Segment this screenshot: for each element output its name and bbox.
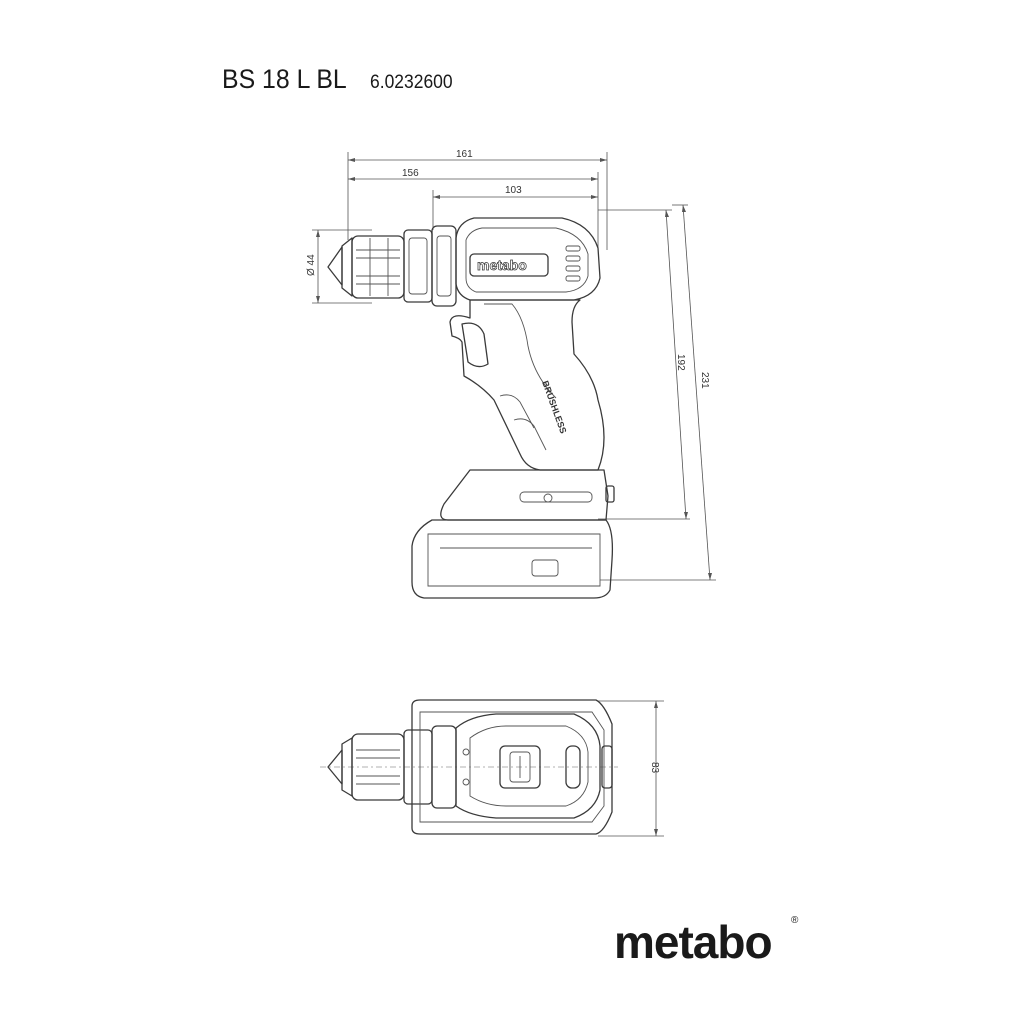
dimension-label-diameter-44: Ø 44 <box>306 254 317 276</box>
dimension-overall-length: 161 <box>347 149 608 250</box>
dimension-label-156: 156 <box>402 168 419 179</box>
dimension-label-83: 83 <box>649 762 660 774</box>
dimension-label-161: 161 <box>456 149 473 160</box>
grip-brushless-text: BRUSHLESS <box>540 379 568 435</box>
registered-mark: ® <box>791 915 799 926</box>
dimension-label-231: 231 <box>699 372 710 389</box>
dimension-height: 192 <box>598 209 690 520</box>
drill-top-view: 83 <box>320 699 664 837</box>
drawing-header: BS 18 L BL 6.0232600 <box>222 64 459 95</box>
dimension-chuck-diameter: Ø 44 <box>306 229 372 304</box>
drill-side-view: metabo BRUSHLESS <box>327 217 615 599</box>
model-name: BS 18 L BL <box>222 64 347 94</box>
metabo-brand-logo: metabo <box>614 916 773 968</box>
housing-logo-text: metabo <box>477 257 527 273</box>
dimension-label-103: 103 <box>505 185 522 196</box>
dimension-label-192: 192 <box>675 354 686 371</box>
dimension-head-length: 103 <box>432 185 598 230</box>
dimension-length-without-battery: 156 <box>348 168 599 250</box>
dimension-height-with-battery: 231 <box>600 204 716 581</box>
article-number: 6.0232600 <box>369 72 453 93</box>
